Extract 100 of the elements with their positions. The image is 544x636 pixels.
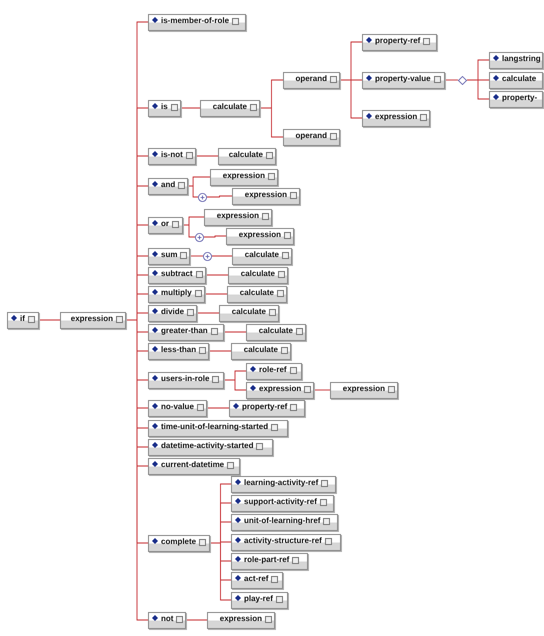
element-box	[148, 372, 224, 388]
element-name: act-ref	[244, 574, 268, 582]
element-name: langstring	[502, 54, 541, 62]
element-name: expression	[259, 384, 302, 392]
element-box	[218, 148, 276, 164]
connector-line	[188, 186, 198, 198]
element-name: calculate	[244, 250, 279, 258]
element-box	[362, 72, 445, 88]
element-box	[227, 286, 287, 302]
element-name: calculate	[244, 344, 278, 354]
element-box	[489, 52, 543, 68]
element-box	[232, 188, 300, 204]
element-box	[148, 100, 181, 116]
element-name: expression	[220, 614, 262, 622]
element-box	[148, 304, 198, 322]
element-name: calculate	[232, 306, 266, 316]
element-name: support-activity-ref	[244, 496, 317, 506]
connector-line	[196, 312, 220, 314]
element-box	[231, 514, 338, 530]
element-name: property-value	[375, 74, 431, 82]
element-box	[231, 592, 288, 608]
element-box	[283, 72, 340, 88]
element-box	[362, 34, 437, 50]
element-name: datetime-activity-started	[161, 440, 254, 450]
element-name: expression	[238, 230, 281, 238]
element-box	[226, 228, 294, 244]
element-box	[148, 266, 206, 284]
connector-line	[182, 224, 196, 238]
element-box	[148, 420, 288, 436]
element-name: play-ref	[244, 594, 273, 602]
element-box	[60, 312, 126, 328]
element-name: not	[161, 614, 174, 622]
element-box	[231, 552, 308, 570]
element-name: is-not	[161, 150, 183, 158]
sequence-symbol	[195, 232, 204, 242]
element-name: subtract	[161, 268, 193, 278]
element-box	[207, 612, 275, 628]
connector-line	[340, 80, 362, 118]
element-name: is	[161, 102, 168, 110]
element-name: calculate	[258, 326, 293, 334]
element-name: property-ref	[375, 36, 420, 44]
element-box	[231, 494, 334, 512]
element-box	[210, 168, 278, 186]
element-box	[219, 304, 279, 322]
element-box	[148, 458, 240, 474]
element-name: role-ref	[259, 364, 287, 374]
element-box	[148, 324, 224, 340]
element-box	[148, 216, 183, 234]
element-name: is-member-of-role	[161, 16, 230, 24]
element-box	[148, 178, 188, 194]
sequence-symbol	[203, 252, 212, 260]
element-name: greater-than	[161, 326, 208, 334]
element-name: current-datetime	[161, 460, 224, 468]
connector-line	[210, 542, 232, 600]
element-box	[148, 248, 190, 264]
element-name: calculate	[502, 74, 536, 82]
connector-line	[126, 320, 148, 620]
connector-line	[206, 196, 232, 198]
element-name: expression	[216, 210, 259, 220]
element-box	[232, 248, 292, 264]
element-box	[330, 382, 398, 398]
element-name: calculate	[240, 268, 275, 278]
element-name: no-value	[161, 402, 194, 410]
element-box	[200, 100, 260, 116]
element-box	[148, 342, 210, 360]
element-box	[231, 476, 336, 492]
element-box	[231, 572, 283, 588]
element-box	[228, 266, 288, 284]
element-name: if	[20, 314, 25, 322]
element-box	[148, 534, 210, 552]
element-name: multiply	[161, 288, 192, 296]
element-box	[231, 534, 341, 550]
element-name: property-	[502, 92, 538, 102]
element-name: and	[161, 180, 176, 188]
element-box	[489, 90, 543, 108]
sequence-symbol	[198, 192, 207, 202]
element-name: time-unit-of-learning-started	[161, 422, 268, 430]
element-box	[7, 312, 39, 328]
element-name: calculate	[228, 150, 263, 158]
element-name: property-ref	[242, 402, 288, 410]
element-name: expression	[342, 384, 385, 392]
element-name: calculate	[212, 102, 247, 110]
connector-line	[206, 274, 228, 276]
element-box	[148, 438, 273, 456]
element-box	[148, 286, 205, 302]
element-name: divide	[161, 306, 184, 316]
element-name: expression	[375, 112, 418, 120]
element-box	[283, 128, 340, 146]
element-name: operand	[295, 130, 327, 140]
element-name: users-in-role	[161, 374, 210, 382]
element-name: or	[161, 218, 169, 228]
element-name: expression	[244, 190, 287, 198]
element-name: activity-structure-ref	[244, 536, 322, 544]
element-name: less-than	[161, 344, 196, 354]
element-name: complete	[161, 536, 196, 546]
element-name: unit-of-learning-href	[244, 516, 320, 524]
element-box	[362, 110, 430, 126]
element-name: expression	[70, 314, 113, 322]
element-name: expression	[222, 170, 265, 180]
element-box	[229, 400, 305, 416]
